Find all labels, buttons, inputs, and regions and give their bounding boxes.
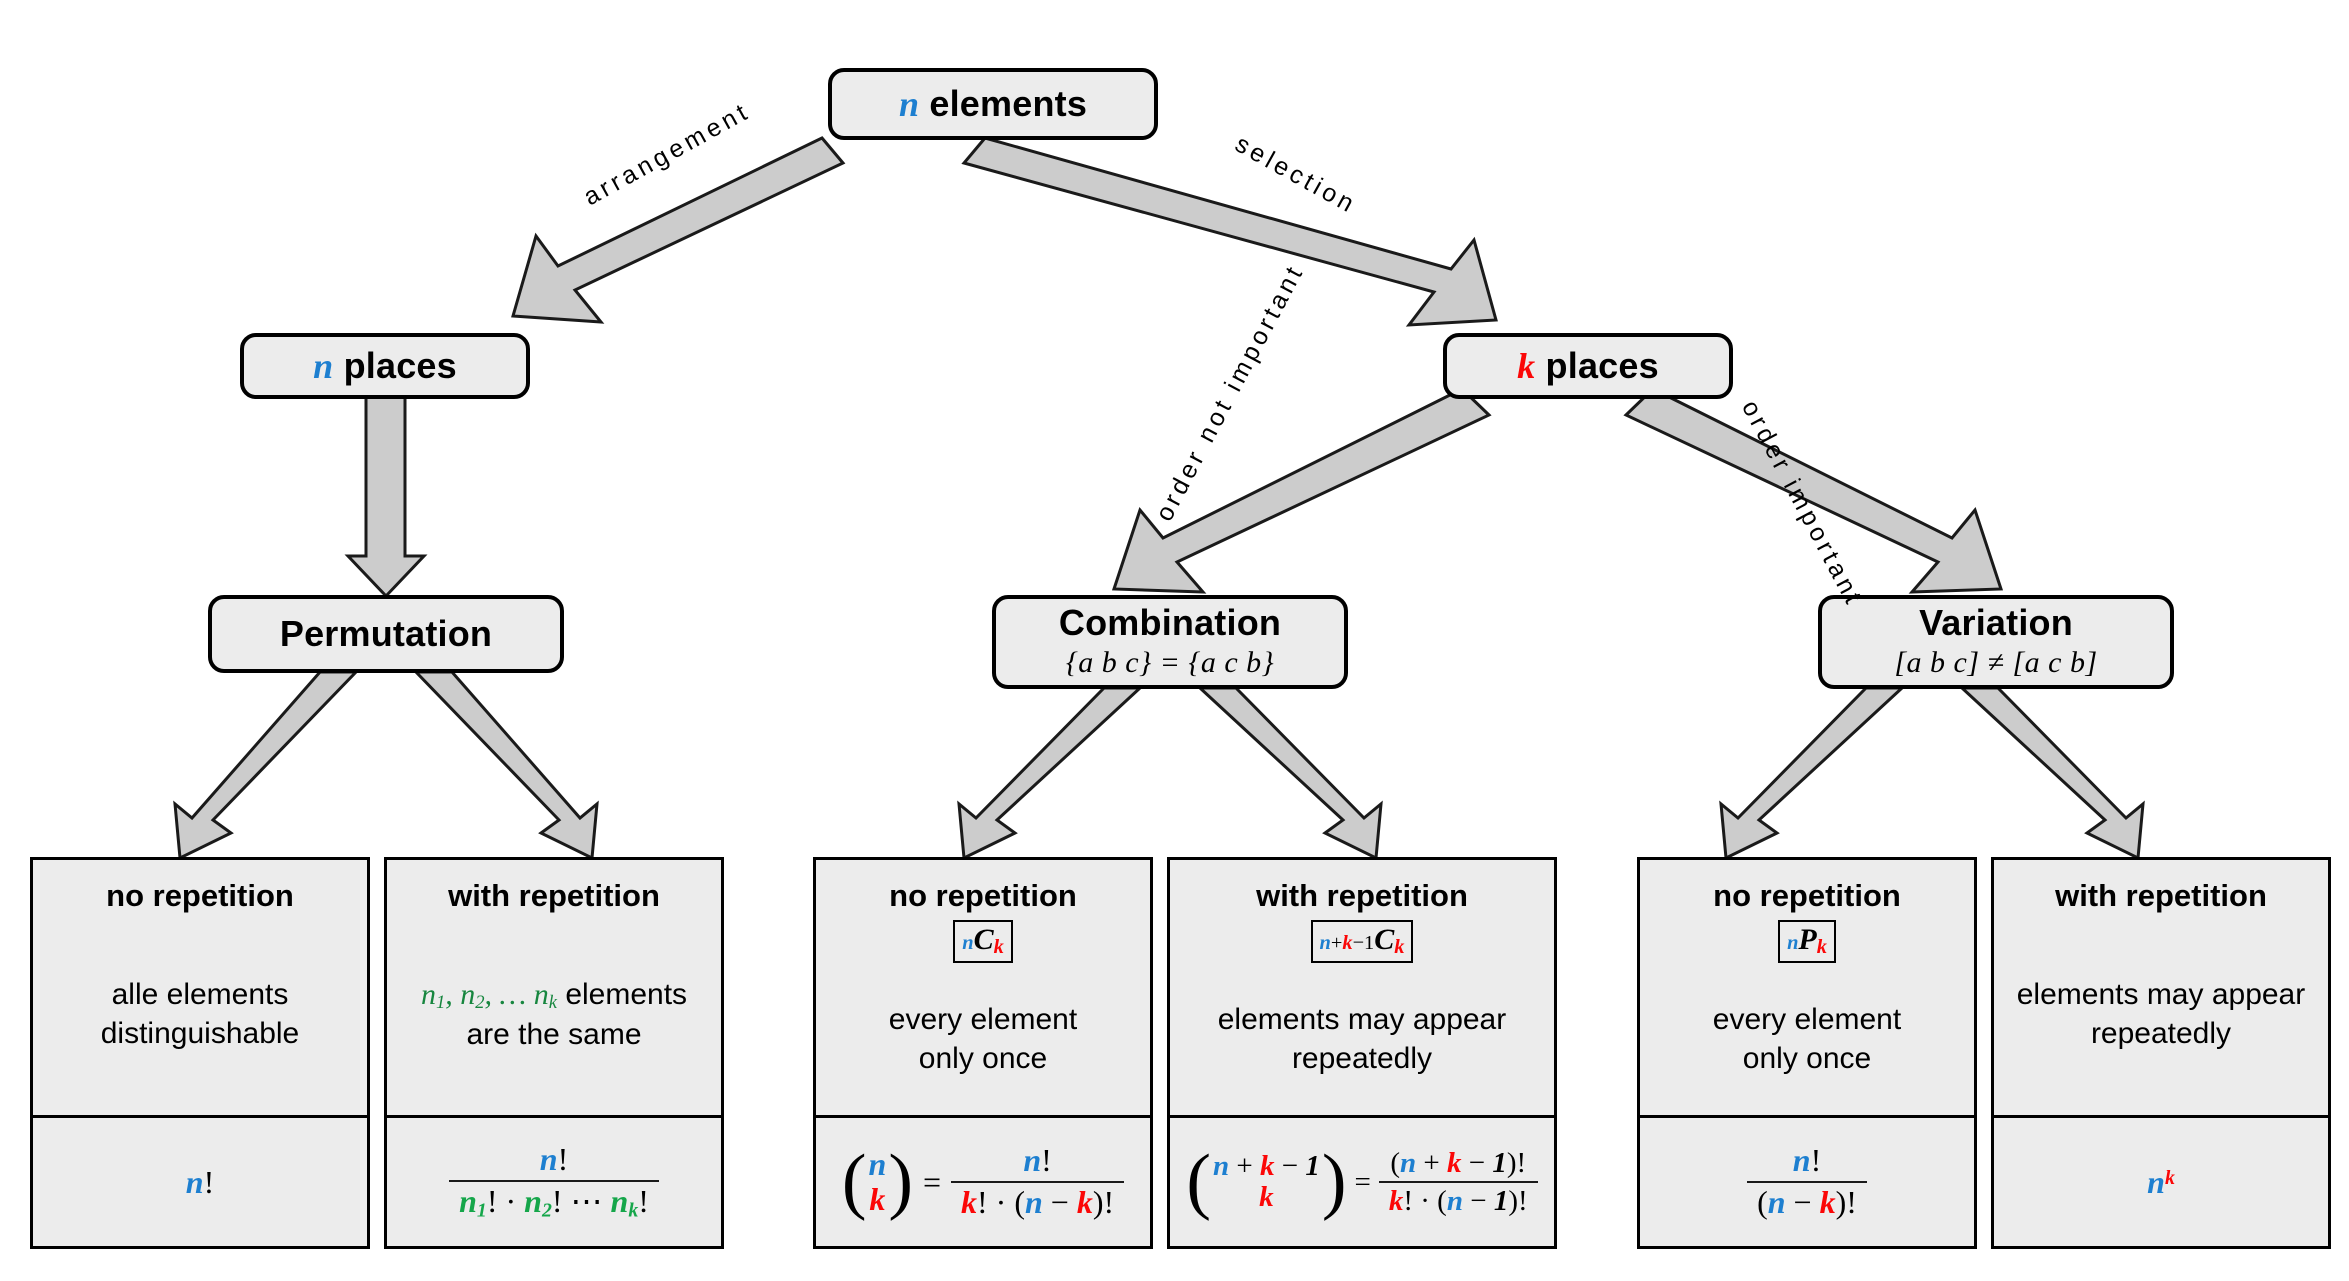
node-k-places[interactable]: k places (1443, 333, 1733, 399)
symbol-n-plus-k-minus-1-C-k: n+k−1Ck (1310, 919, 1414, 964)
leaf-symbol-wrap: nCk (953, 919, 1013, 964)
leaf-top: no repetition alle elements distinguisha… (33, 860, 367, 1115)
node-n-elements-label: n elements (898, 82, 1088, 124)
leaf-top: no repetition nCk every element only onc… (816, 860, 1150, 1115)
node-n-places[interactable]: n places (240, 333, 530, 399)
node-variation-example: [a b c] ≠ [a c b] (1894, 645, 2098, 679)
leaf-top: with repetition n+k−1Ck elements may app… (1170, 860, 1554, 1115)
leaf-symbol-wrap: nPk (1778, 919, 1836, 964)
leaf-desc-line-1: every element (888, 1003, 1078, 1037)
leaf-top: no repetition nPk every element only onc… (1640, 860, 1974, 1115)
leaf-desc-line-2: distinguishable (100, 1017, 300, 1051)
leaf-top: with repetition n1, n2, … nk elements ar… (387, 860, 721, 1115)
leaf-permutation-with-repetition[interactable]: with repetition n1, n2, … nk elements ar… (384, 857, 724, 1249)
leaf-top: with repetition elements may appear repe… (1994, 860, 2328, 1115)
leaf-desc-line-2: only once (918, 1042, 1048, 1076)
node-combination[interactable]: Combination {a b c} = {a c b} (992, 595, 1348, 689)
leaf-formula: n! n1! · n2! ⋯ nk! (387, 1115, 721, 1246)
arrow-variation-no-repetition (1719, 686, 1906, 861)
leaf-formula: n! (33, 1115, 367, 1246)
leaf-desc-line-1: every element (1712, 1003, 1902, 1037)
node-k-places-label: k places (1517, 344, 1659, 386)
arrow-arrangement (511, 136, 846, 324)
symbol-nPk: nPk (1778, 919, 1836, 964)
leaf-header: with repetition (2055, 878, 2267, 913)
node-n-places-label: n places (313, 344, 457, 386)
symbol-nCk: nCk (953, 919, 1013, 964)
arrow-combination-with-repetition (1196, 686, 1383, 861)
arrow-combination-no-repetition (957, 686, 1144, 861)
leaf-description: alle elements distinguishable (93, 914, 307, 1115)
leaf-combination-with-repetition[interactable]: with repetition n+k−1Ck elements may app… (1167, 857, 1557, 1249)
leaf-description: every element only once (881, 963, 1085, 1115)
leaf-desc-line-2: only once (1742, 1042, 1872, 1076)
arrow-permutation-with-repetition (412, 670, 599, 861)
leaf-desc-line-2: repeatedly (1291, 1042, 1433, 1076)
leaf-combination-no-repetition[interactable]: no repetition nCk every element only onc… (813, 857, 1153, 1249)
leaf-desc-line-1: n1, n2, … nk elements (420, 977, 688, 1013)
leaf-description: every element only once (1705, 963, 1909, 1115)
arrow-permutation-no-repetition (173, 670, 360, 861)
arrow-order-not-important (1111, 387, 1492, 594)
leaf-desc-line-1: alle elements (111, 978, 289, 1012)
leaf-header: with repetition (448, 878, 660, 913)
node-combination-title: Combination (1058, 602, 1282, 644)
leaf-header: with repetition (1256, 878, 1468, 913)
node-permutation-title: Permutation (279, 613, 493, 655)
leaf-header: no repetition (889, 878, 1077, 913)
leaf-desc-line-1: elements may appear (2016, 978, 2306, 1012)
node-variation-title: Variation (1919, 602, 2073, 644)
node-variation[interactable]: Variation [a b c] ≠ [a c b] (1818, 595, 2174, 689)
arrow-n-places-permutation (344, 390, 428, 599)
leaf-header: no repetition (106, 878, 294, 913)
leaf-variation-no-repetition[interactable]: no repetition nPk every element only onc… (1637, 857, 1977, 1249)
leaf-header: no repetition (1713, 878, 1901, 913)
leaf-desc-line-2: repeatedly (2090, 1017, 2232, 1051)
leaf-variation-with-repetition[interactable]: with repetition elements may appear repe… (1991, 857, 2331, 1249)
arrow-variation-with-repetition (1958, 686, 2145, 861)
leaf-desc-line-2: are the same (466, 1017, 642, 1051)
leaf-description: elements may appear repeatedly (1210, 963, 1515, 1115)
arrow-order-important (1623, 387, 2004, 594)
node-permutation[interactable]: Permutation (208, 595, 564, 673)
leaf-desc-line-1: elements may appear (1217, 1003, 1507, 1037)
leaf-description: n1, n2, … nk elements are the same (413, 914, 695, 1115)
leaf-permutation-no-repetition[interactable]: no repetition alle elements distinguisha… (30, 857, 370, 1249)
node-n-elements[interactable]: n elements (828, 68, 1158, 140)
leaf-symbol-wrap: n+k−1Ck (1310, 919, 1414, 964)
arrow-selection (961, 136, 1498, 327)
leaf-formula: nk (1994, 1115, 2328, 1246)
leaf-formula: n! (n − k)! (1640, 1115, 1974, 1246)
leaf-description: elements may appear repeatedly (2009, 914, 2314, 1115)
node-combination-example: {a b c} = {a c b} (1065, 645, 1275, 679)
